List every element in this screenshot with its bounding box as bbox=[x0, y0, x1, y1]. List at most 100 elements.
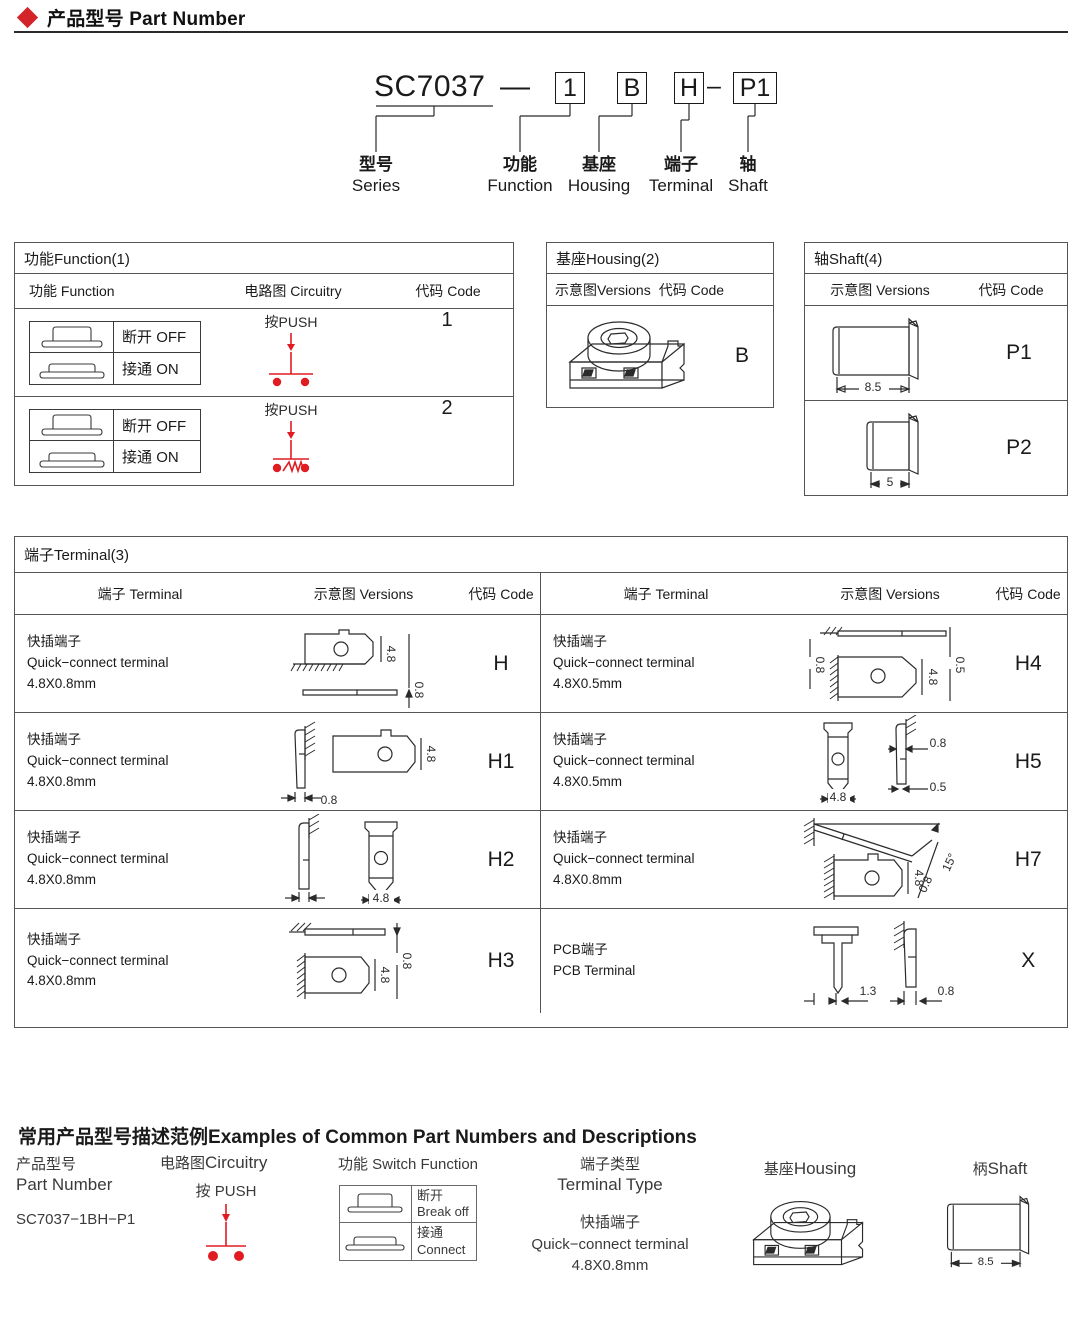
dim-0-5-h4: 0.5 bbox=[953, 656, 967, 673]
terminal-table-title: 端子Terminal(3) bbox=[15, 537, 1067, 573]
example-switch-state-off: 断开 Break off bbox=[340, 1186, 476, 1224]
terminal-col-terminal-right: 端子 Terminal bbox=[623, 585, 709, 602]
terminal-cell-h2: 快插端子 Quick−connect terminal 4.8X0.8mm bbox=[15, 811, 541, 908]
dim-0-8-x: 0.8 bbox=[937, 984, 954, 998]
example-part-number: 产品型号 Part Number SC7037−1BH−P1 bbox=[16, 1155, 156, 1231]
housing-table-title: 基座Housing(2) bbox=[547, 243, 773, 274]
dim-4-8-h7: 4.8 bbox=[912, 869, 926, 886]
terminal-header-right: 端子 Terminal 示意图 Versions 代码 Code bbox=[541, 573, 1067, 614]
terminal-col-versions-right: 示意图 Versions bbox=[840, 585, 940, 602]
dim-0-8-h4: 0.8 bbox=[813, 656, 827, 673]
pn-label-series-en: Series bbox=[351, 176, 401, 196]
dim-1-3-x: 1.3 bbox=[859, 984, 876, 998]
terminal-figure-h1: 0.8 4.8 bbox=[265, 716, 462, 808]
pn-hyphen: – bbox=[707, 72, 721, 100]
shaft-col-versions: 示意图 Versions bbox=[830, 281, 930, 298]
example-terminal-type: 端子类型 Terminal Type 快插端子 Quick−connect te… bbox=[500, 1155, 720, 1277]
terminal-desc-h1: 快插端子 Quick−connect terminal 4.8X0.8mm bbox=[27, 732, 169, 789]
circuit-diagram-1: 按PUSH bbox=[201, 309, 381, 396]
example-circuit-diagram: 按 PUSH bbox=[160, 1180, 300, 1272]
dim-15-deg-h7: 15° bbox=[939, 850, 959, 873]
dim-4-8-h1: 4.8 bbox=[424, 745, 438, 762]
terminal-row-4: 快插端子 Quick−connect terminal 4.8X0.8mm bbox=[15, 909, 1067, 1013]
switch-state-box-2: 断开 OFF 接通 ON bbox=[29, 409, 201, 473]
pn-dash: — bbox=[500, 70, 530, 103]
switch-state-off-1: 断开 OFF bbox=[30, 321, 200, 353]
switch-button-down-icon bbox=[340, 1223, 412, 1261]
example-switch-on-label: 接通 Connect bbox=[417, 1225, 466, 1257]
dim-0-5-h5: 0.5 bbox=[929, 780, 946, 794]
terminal-desc-h3: 快插端子 Quick−connect terminal 4.8X0.8mm bbox=[27, 931, 169, 989]
examples-title: 常用产品型号描述范例Examples of Common Part Number… bbox=[18, 1122, 697, 1149]
example-circuitry-head: 电路图Circuitry bbox=[160, 1153, 268, 1172]
function-code-2: 2 bbox=[441, 397, 453, 419]
shaft-table: 轴Shaft(4) 示意图 Versions 代码 Code bbox=[804, 242, 1068, 496]
switch-button-down-icon bbox=[30, 441, 114, 472]
pn-segment-terminal-box: H bbox=[674, 72, 704, 104]
example-housing-head: 基座Housing bbox=[763, 1159, 857, 1178]
switch-button-up-icon bbox=[340, 1186, 412, 1223]
terminal-code-h2: H2 bbox=[487, 847, 515, 871]
housing-code: B bbox=[734, 343, 749, 367]
example-part-number-head: 产品型号 Part Number bbox=[16, 1156, 113, 1195]
pn-label-series-cn: 型号 bbox=[359, 155, 393, 174]
switch-state-on-2: 接通 ON bbox=[30, 441, 200, 472]
example-shaft-dim: 8.5 bbox=[978, 1256, 994, 1268]
function-row-1: 断开 OFF 接通 ON bbox=[15, 309, 513, 397]
example-terminal-type-value: 快插端子 Quick−connect terminal 4.8X0.8mm bbox=[531, 1213, 689, 1275]
terminal-col-code-right: 代码 Code bbox=[995, 585, 1061, 602]
switch-state-on-label-1: 接通 ON bbox=[122, 360, 179, 378]
function-col-function: 功能 Function bbox=[29, 283, 115, 299]
function-table-title: 功能Function(1) bbox=[15, 243, 513, 274]
examples-title-cn: 常用产品型号描述范例 bbox=[18, 1127, 209, 1148]
terminal-desc-h7: 快插端子 Quick−connect terminal 4.8X0.8mm bbox=[553, 830, 695, 887]
pn-segment-shaft-box: P1 bbox=[733, 72, 777, 104]
terminal-row-1: 快插端子 Quick−connect terminal 4.8X0.8mm bbox=[15, 615, 1067, 713]
pn-label-shaft-cn: 轴 bbox=[739, 155, 757, 174]
terminal-code-h3: H3 bbox=[487, 949, 515, 972]
terminal-code-h: H bbox=[493, 651, 509, 675]
example-shaft-head: 柄Shaft bbox=[972, 1159, 1028, 1178]
example-switch-state-on: 接通 Connect bbox=[340, 1223, 476, 1261]
shaft-code-p1: P1 bbox=[1006, 341, 1032, 364]
function-row-2: 断开 OFF 接通 ON bbox=[15, 397, 513, 485]
series-code: SC7037 bbox=[374, 70, 486, 103]
terminal-cell-h3: 快插端子 Quick−connect terminal 4.8X0.8mm bbox=[15, 909, 541, 1013]
dim-0-8-h7: 0.8 bbox=[915, 873, 935, 894]
terminal-desc-h5: 快插端子 Quick−connect terminal 4.8X0.5mm bbox=[553, 732, 695, 789]
function-code-1: 1 bbox=[441, 309, 453, 331]
terminal-figure-h4: 0.8 4.8 0.5 bbox=[790, 617, 990, 711]
housing-row: B bbox=[547, 306, 773, 405]
shaft-code-p2: P2 bbox=[1006, 436, 1032, 459]
pn-segment-housing-box: B bbox=[617, 72, 647, 104]
pn-label-shaft-en: Shaft bbox=[728, 176, 768, 196]
dim-0-8-h5: 0.8 bbox=[929, 736, 946, 750]
example-housing: 基座Housing bbox=[730, 1158, 890, 1280]
shaft-dim-p2: 5 bbox=[887, 475, 894, 489]
examples-title-en: Examples of Common Part Numbers and Desc… bbox=[208, 1127, 697, 1148]
page-title-cn: 产品型号 bbox=[47, 9, 124, 30]
terminal-desc-h2: 快插端子 Quick−connect terminal 4.8X0.8mm bbox=[27, 830, 169, 887]
switch-button-down-icon bbox=[30, 352, 114, 384]
part-number-breakdown: SC7037 — 1 B H – P1 型号 Series 功能 Functio… bbox=[352, 58, 832, 218]
switch-state-on-label-2: 接通 ON bbox=[122, 449, 179, 466]
example-switch-function-head: 功能 Switch Function bbox=[337, 1156, 479, 1173]
pn-label-housing: 基座 Housing bbox=[551, 154, 647, 197]
terminal-cell-x: PCB端子 PCB Terminal bbox=[541, 909, 1067, 1013]
terminal-col-code-left: 代码 Code bbox=[468, 585, 534, 602]
dim-4-8-h: 4.8 bbox=[384, 645, 398, 662]
terminal-figure-h: 4.8 0.8 bbox=[265, 618, 462, 710]
function-table: 功能Function(1) 功能 Function 电路图 Circuitry … bbox=[14, 242, 514, 486]
example-switch-box: 断开 Break off 接通 Connect bbox=[339, 1185, 477, 1262]
function-col-circuitry: 电路图 Circuitry bbox=[244, 283, 342, 299]
example-circuitry: 电路图Circuitry 按 PUSH bbox=[160, 1152, 300, 1272]
terminal-figure-h3: 0.8 4.8 bbox=[265, 913, 462, 1009]
example-switch-function: 功能 Switch Function 断开 Break off bbox=[318, 1155, 498, 1262]
terminal-table: 端子Terminal(3) 端子 Terminal 示意图 Versions 代… bbox=[14, 536, 1068, 1028]
terminal-code-h1: H1 bbox=[487, 749, 515, 773]
example-terminal-type-head: 端子类型 Terminal Type bbox=[557, 1156, 663, 1195]
dim-0-8-h3: 0.8 bbox=[400, 953, 414, 970]
shaft-row-p1: 8.5 P1 bbox=[805, 306, 1067, 401]
terminal-cell-h4: 快插端子 Quick−connect terminal 4.8X0.5mm bbox=[541, 615, 1067, 712]
terminal-cell-h: 快插端子 Quick−connect terminal 4.8X0.8mm bbox=[15, 615, 541, 712]
